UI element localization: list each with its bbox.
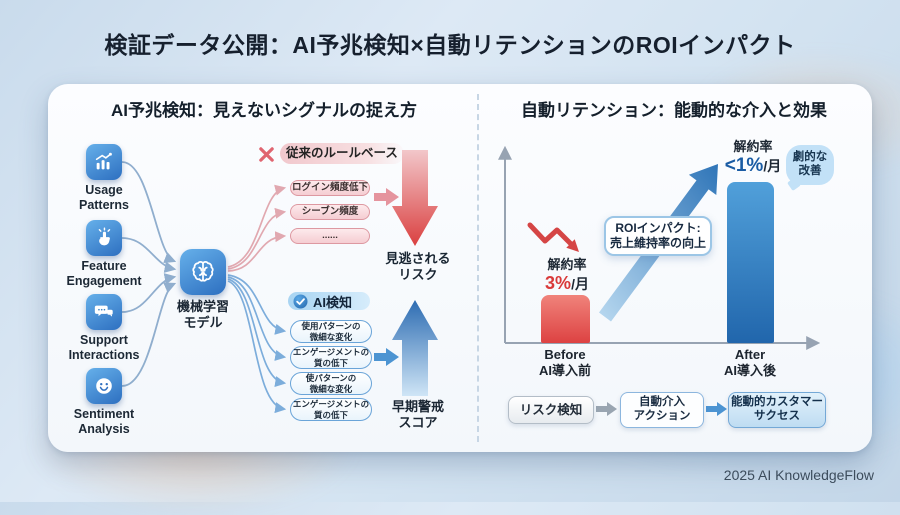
content-card: AI予兆検知：見えないシグナルの捉え方 自動リテンション：能動的な介入と効果: [48, 84, 872, 452]
ml-model-node: 機械学習 モデル: [167, 249, 239, 330]
arrow-right-icon: [706, 402, 727, 416]
axis-label-before: Before AI導入前: [538, 347, 591, 379]
after-bar: [727, 182, 774, 343]
before-bar: [541, 295, 590, 343]
bar-chart-trend-icon: [86, 144, 122, 180]
ai-signal: 使用パターンの 微細な変化: [290, 320, 372, 343]
ai-signal: エンゲージメントの 質の低下: [290, 346, 372, 369]
source-label: Feature Engagement: [66, 259, 142, 288]
missed-risk-label: 見逃される リスク: [385, 251, 451, 283]
arrow-right-icon: [374, 348, 399, 366]
panel-divider: [477, 94, 479, 442]
footer-credit: 2025 AI KnowledgeFlow: [723, 467, 874, 483]
left-panel-header: AI予兆検知：見えないシグナルの捉え方: [111, 101, 417, 120]
tap-finger-icon: [86, 220, 122, 256]
ai-detection-header: AI検知: [288, 292, 370, 310]
source-label: Usage Patterns: [78, 183, 130, 212]
ai-signal: エンゲージメントの 質の低下: [290, 398, 372, 421]
right-panel-header: 自動リテンション：能動的な介入と効果: [521, 101, 827, 120]
source-support-interactions: Support Interactions: [50, 294, 158, 362]
chat-bubbles-icon: [86, 294, 122, 330]
churn-after-label: 解約率 <1%/月: [724, 139, 782, 176]
page-title: 検証データ公開：AI予兆検知×自動リテンションのROIインパクト: [104, 32, 796, 58]
arrow-right-icon: [596, 402, 617, 416]
improvement-badge: 劇的な 改善: [786, 145, 834, 185]
rule-item: ......: [290, 228, 370, 244]
roi-impact-box: ROIインパクト: 売上維持率の向上: [604, 216, 712, 256]
zigzag-down-arrow: [527, 222, 574, 247]
down-arrow-risk: [392, 150, 438, 246]
flow-auto-intervention: 自動介入 アクション: [620, 392, 704, 428]
source-sentiment-analysis: Sentiment Analysis: [50, 368, 158, 436]
ai-detection-title: AI検知: [313, 294, 353, 310]
smiley-face-icon: [86, 368, 122, 404]
up-arrow-score: [392, 300, 438, 396]
axis-label-after: After AI導入後: [723, 347, 776, 379]
flow-risk-detection: リスク検知: [508, 396, 594, 424]
rule-item: シーブン頻度: [290, 204, 370, 220]
early-warning-label: 早期警戒 スコア: [391, 399, 444, 431]
rule-item: ログイン頻度低下: [290, 180, 370, 196]
flow-proactive-cs: 能動的カスタマー サクセス: [728, 392, 826, 428]
ai-signal: 使パターンの 微細な変化: [290, 372, 372, 395]
source-usage-patterns: Usage Patterns: [50, 144, 158, 212]
source-label: Sentiment Analysis: [73, 407, 135, 436]
x-mark-icon: [259, 147, 274, 162]
brain-icon: [180, 249, 226, 295]
check-circle-icon: [293, 294, 308, 308]
rule-based-header: 従来のルールベース: [280, 143, 404, 164]
source-label: Support Interactions: [68, 333, 140, 362]
source-feature-engagement: Feature Engagement: [50, 220, 158, 288]
churn-before-label: 解約率 3%/月: [545, 257, 589, 293]
ml-model-label: 機械学習 モデル: [176, 299, 229, 330]
connector-lines: [121, 161, 399, 414]
zigzag-arrowhead: [566, 239, 579, 252]
arrow-right-icon: [374, 188, 399, 206]
